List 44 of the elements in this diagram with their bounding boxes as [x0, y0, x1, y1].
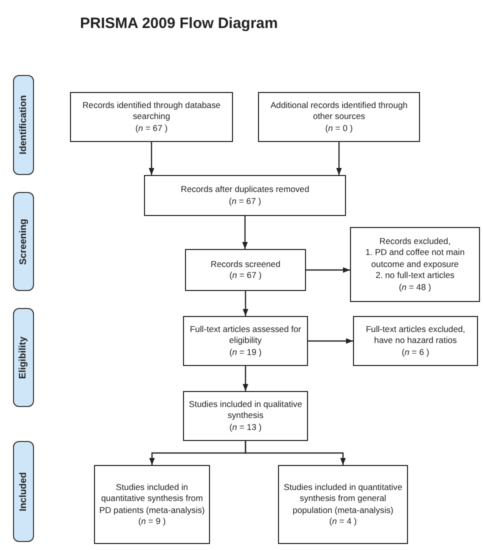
box-text: (n = 6 ) [402, 346, 430, 358]
box-text: (n = 9 ) [138, 516, 166, 528]
stage-label: Eligibility [18, 336, 30, 379]
process-box [353, 316, 478, 366]
process-box [350, 227, 480, 302]
box-text: Records after duplicates removed [180, 184, 310, 196]
process-box [183, 391, 308, 441]
box-text: (n = 67 ) [135, 122, 168, 134]
arrow [306, 267, 350, 273]
arrow [244, 441, 346, 465]
process-box [70, 92, 233, 142]
box-text: Studies included in quantitative synthesis from general population (meta-analysis) [282, 482, 404, 516]
box-text: (n = 13 ) [229, 422, 262, 434]
process-box [258, 92, 420, 142]
box-text: Records screened [210, 258, 280, 270]
process-box [183, 316, 308, 366]
box-text: 1. PD and coffee not main outcome and exposure [364, 247, 466, 270]
stage-band [13, 192, 34, 291]
arrow [308, 338, 353, 344]
box-text: (n = 19 ) [229, 346, 262, 358]
box-text: 2. no full-text articles [376, 270, 454, 282]
box-text: Records excluded, [379, 236, 451, 248]
process-box [94, 465, 210, 544]
box-text: (n = 0 ) [325, 122, 353, 134]
box-text: (n = 48 ) [398, 282, 432, 294]
diagram-title: PRISMA 2009 Flow Diagram [80, 15, 278, 32]
process-box [185, 249, 306, 291]
process-box [144, 175, 346, 216]
box-text: (n = 67 ) [228, 196, 262, 207]
stage-band [13, 75, 34, 175]
arrow [242, 291, 248, 316]
box-text: (n = 4 ) [329, 516, 357, 528]
stage-band [13, 441, 34, 542]
box-text: Studies included in quantitative synthesis from PD patients (meta-analysis) [98, 482, 206, 516]
stage-label: Identification [18, 95, 30, 155]
box-text: (n = 67 ) [229, 270, 262, 282]
arrow [336, 142, 342, 175]
stage-label: Included [18, 472, 30, 512]
stage-label: Screening [18, 218, 30, 264]
arrow [242, 216, 248, 249]
arrow [148, 142, 154, 175]
stage-band [13, 308, 34, 407]
arrow [242, 366, 248, 391]
process-box [278, 465, 408, 544]
